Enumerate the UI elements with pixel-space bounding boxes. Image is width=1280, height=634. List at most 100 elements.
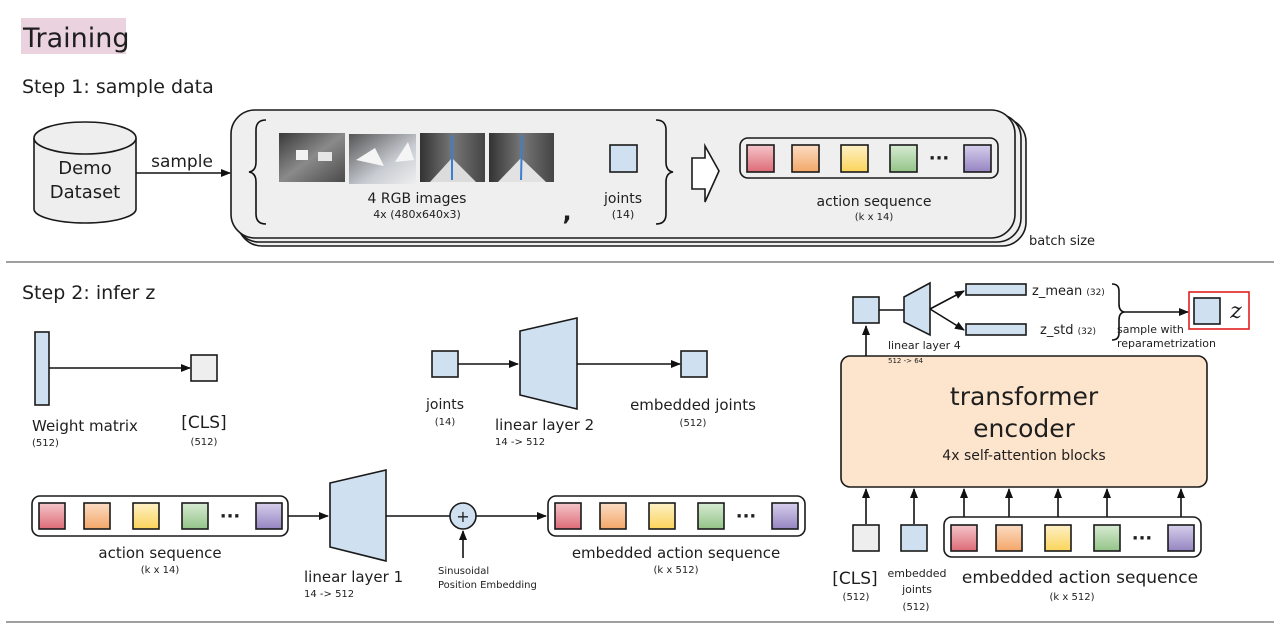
- weight-matrix-label: Weight matrix: [32, 417, 138, 435]
- rgb-images: [279, 133, 554, 184]
- seq-token-2: [83, 502, 111, 530]
- encoder-title-line1: transformer: [950, 382, 1099, 411]
- seq-token-2: [791, 144, 820, 173]
- embedded-action-sequence-step2: ···: [547, 495, 806, 537]
- z-std-dims: (32): [1078, 327, 1096, 337]
- left-brace: [248, 119, 267, 225]
- action-sequence-label: action sequence: [816, 194, 931, 210]
- sequence-container: [547, 495, 806, 537]
- images-dims: 4x (480x640x3): [373, 208, 461, 221]
- seq-token-last: [255, 502, 283, 530]
- embedded-action-dims: (k x 512): [654, 565, 699, 576]
- seq-token-4: [181, 502, 209, 530]
- add-position-embedding-node: +: [449, 502, 477, 530]
- seq-token-2: [995, 524, 1023, 552]
- dataset-label-line1: Demo: [58, 158, 111, 179]
- seq-token-1: [554, 502, 582, 530]
- cls-dims: (512): [191, 437, 218, 448]
- cls-output-square: [852, 296, 880, 324]
- pos-emb-label-line1: Sinusoidal: [438, 566, 489, 577]
- cls-token-square: [190, 354, 218, 382]
- page-title: Training: [21, 18, 130, 54]
- plus-sign: +: [456, 507, 469, 526]
- joints-label: joints: [603, 191, 642, 207]
- ll4-to-zstd-arrow: [929, 308, 965, 331]
- sample-with-label: sample with: [1117, 323, 1184, 336]
- linear-layer-1-trapezoid: [329, 468, 387, 563]
- joints-dims-step2: (14): [435, 417, 456, 428]
- z-std-label: z_std (32): [1040, 323, 1096, 338]
- seq-ellipsis: ···: [220, 506, 241, 527]
- linear-layer-2-label: linear layer 2: [495, 416, 594, 434]
- hollow-arrow-icon: [691, 142, 720, 203]
- seq-token-3: [132, 502, 160, 530]
- z-mean-label: z_mean (32): [1032, 284, 1105, 299]
- seq-ellipsis: ···: [929, 148, 950, 169]
- encoder-title-line2: encoder: [973, 414, 1076, 443]
- input-joints-dims: (512): [903, 602, 930, 613]
- input-action-label: embedded action sequence: [962, 568, 1198, 588]
- seq-token-4: [889, 144, 918, 173]
- linear-layer-2-trapezoid: [519, 316, 578, 411]
- input-joints-label-line2: joints: [901, 583, 932, 596]
- seq-ellipsis: ···: [1132, 528, 1153, 549]
- z-std-bar: [965, 323, 1027, 336]
- sample-label: sample: [151, 152, 213, 172]
- image-detail: [296, 150, 308, 160]
- seq-token-last: [1167, 524, 1195, 552]
- linear-layer-1-dims: 14 -> 512: [304, 589, 354, 600]
- embedded-joints-label: embedded joints: [630, 396, 756, 414]
- z-mean-bar: [965, 283, 1027, 296]
- linear-layer-4-trapezoid: [903, 281, 931, 337]
- input-cls-square: [852, 524, 880, 552]
- linear-layer-1-label: linear layer 1: [304, 568, 403, 586]
- seq-token-1: [746, 144, 775, 173]
- z-mean-text: z_mean: [1032, 284, 1082, 299]
- ll4-to-zmean-arrow: [929, 290, 965, 310]
- image-detail: [520, 134, 523, 181]
- joints-square: [609, 144, 638, 173]
- dataset-label-line2: Dataset: [50, 182, 121, 203]
- joints-input-square: [431, 350, 459, 378]
- z-std-text: z_std: [1040, 323, 1073, 338]
- z-square: [1193, 297, 1221, 325]
- seq-token-2: [599, 502, 627, 530]
- title-text: Training: [22, 23, 130, 54]
- embedded-action-label: embedded action sequence: [572, 544, 780, 562]
- batch-size-label: batch size: [1029, 234, 1095, 249]
- reparametrization-label: reparametrization: [1117, 337, 1216, 350]
- seq-token-last: [771, 502, 799, 530]
- input-embedded-joints-square: [900, 524, 928, 552]
- linear-layer-4-label: linear layer 4: [888, 339, 961, 352]
- seq-token-4: [697, 502, 725, 530]
- seq-token-1: [950, 524, 978, 552]
- z-symbol: z: [1229, 299, 1242, 324]
- seq-token-3: [840, 144, 869, 173]
- joints-label-step2: joints: [425, 397, 464, 413]
- input-action-dims: (k x 512): [1050, 592, 1095, 603]
- embedded-action-sequence-input: ···: [943, 516, 1202, 558]
- input-joints-label-line1: embedded: [888, 567, 947, 580]
- weight-matrix-bar: [34, 331, 50, 406]
- pos-emb-label-line2: Position Embedding: [438, 580, 537, 591]
- demo-dataset-cylinder: Demo Dataset: [33, 121, 137, 224]
- sequence-container: [739, 137, 999, 179]
- action-sequence-dims: (k x 14): [855, 212, 894, 223]
- embedded-joints-dims: (512): [680, 418, 707, 429]
- seq-token-1: [38, 502, 66, 530]
- seq-token-4: [1093, 524, 1121, 552]
- sequence-container: [943, 516, 1202, 558]
- seq-token-last: [963, 144, 992, 173]
- weight-matrix-dims: (512): [32, 438, 59, 449]
- action-sequence-label-step2: action sequence: [98, 544, 221, 562]
- encoder-subtitle: 4x self-attention blocks: [942, 448, 1105, 464]
- image-detail: [318, 152, 332, 161]
- embedded-joints-square: [680, 350, 708, 378]
- sequence-container: [31, 495, 289, 537]
- step1-heading: Step 1: sample data: [22, 76, 214, 98]
- linear-layer-2-dims: 14 -> 512: [495, 437, 545, 448]
- action-sequence-step2: ···: [31, 495, 289, 537]
- step2-heading: Step 2: infer z: [22, 282, 155, 304]
- image-detail: [356, 148, 384, 166]
